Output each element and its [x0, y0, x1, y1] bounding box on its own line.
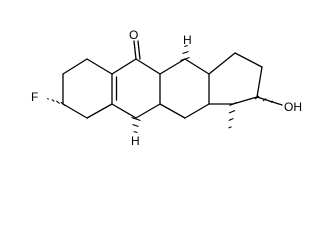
bond-c1 — [159, 58, 186, 75]
ring-bonds — [62, 40, 283, 119]
hydrogen-top-label: H — [183, 33, 192, 47]
h-bottom-hashed-wedge — [131, 116, 141, 134]
bond-c5 — [159, 103, 186, 119]
bond-d3 — [256, 66, 263, 98]
bond-d4 — [232, 96, 258, 105]
bond-c2 — [184, 58, 210, 75]
bond-d1 — [208, 52, 236, 75]
fluorine-label: F — [31, 90, 38, 104]
methyl-hashed-wedge — [228, 101, 237, 129]
bond-a1 — [62, 58, 88, 75]
hydroxyl-label: OH — [284, 100, 302, 114]
oh-hashed-wedge — [254, 95, 274, 103]
bond-b1 — [111, 58, 137, 75]
stereo-bonds — [46, 44, 274, 134]
bond-b5 — [111, 103, 137, 119]
f-hashed-wedge — [46, 97, 66, 107]
bond-c4 — [184, 103, 210, 119]
bond-a6 — [86, 58, 113, 75]
atom-labels: F O OH H H — [31, 28, 302, 148]
bond-c17-oh — [256, 96, 283, 106]
bond-b2 — [135, 58, 161, 75]
bond-a3 — [62, 103, 88, 119]
bond-a4 — [86, 103, 113, 119]
bond-d2 — [234, 52, 263, 68]
hydrogen-bottom-label: H — [131, 134, 140, 148]
steroid-structure-diagram: F O OH H H — [31, 28, 302, 148]
bond-ketone-1 — [133, 40, 137, 60]
bond-ketone-2 — [137, 40, 141, 60]
ketone-oxygen-label: O — [129, 28, 138, 42]
h-top-hashed-wedge — [180, 44, 190, 62]
bond-b4 — [135, 103, 161, 119]
